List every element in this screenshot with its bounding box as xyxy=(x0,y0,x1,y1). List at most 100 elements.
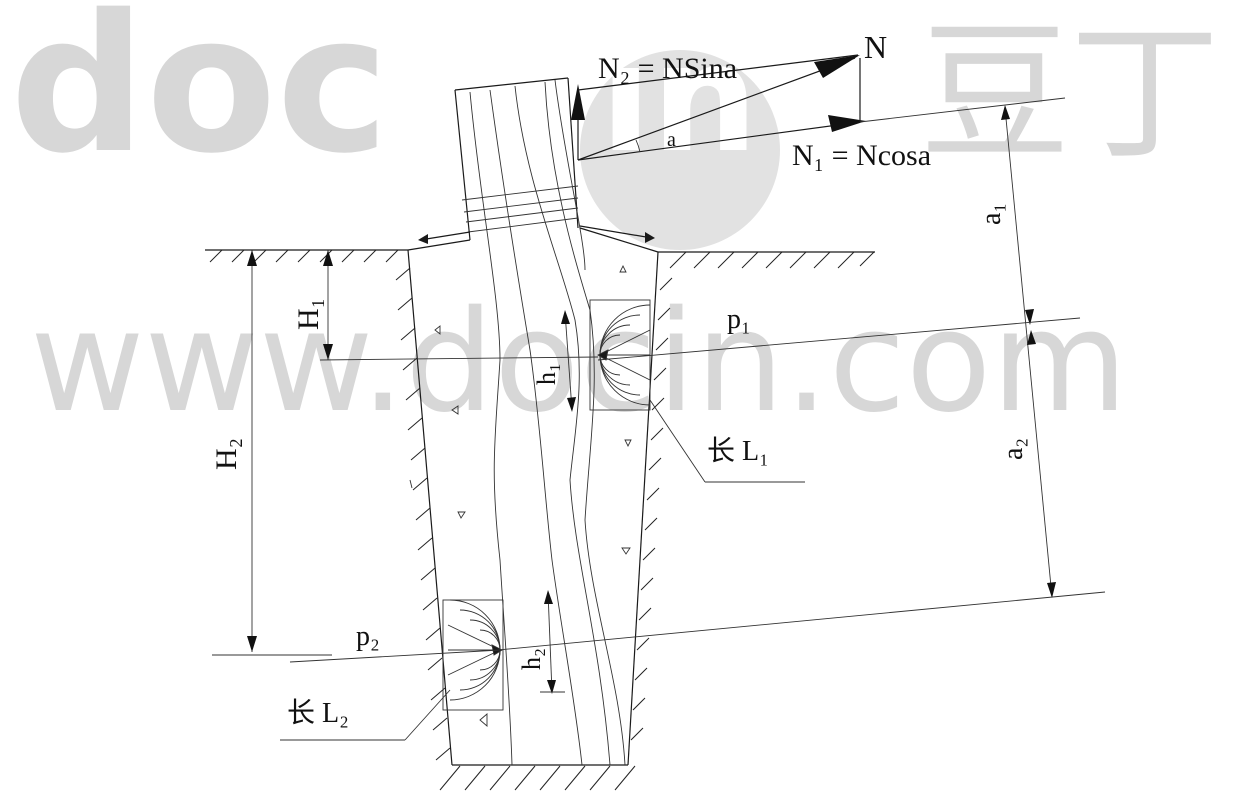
dim-h2-arrow-top xyxy=(544,590,553,604)
dim-h2-axis xyxy=(547,591,553,693)
pressure-zone-lower-box xyxy=(442,599,504,711)
fill-mark xyxy=(451,405,459,415)
label-H1: H₁ xyxy=(292,298,325,330)
fill-mark xyxy=(619,264,627,273)
ground-arrow-left xyxy=(419,231,471,241)
pressure-arc xyxy=(449,599,501,651)
ref-line-p2-left xyxy=(289,649,501,663)
dim-h2-arrow-bottom xyxy=(547,680,556,694)
diagram-labels: N₂ = NSina N a N₁ = Ncosa a₁ a₂ H₁ H₂ h₁… xyxy=(210,29,1029,729)
vector-n-head xyxy=(814,55,860,78)
label-angle: a xyxy=(667,129,676,151)
pile-inner-line xyxy=(469,91,513,766)
label-n2-formula: N₂ = NSina xyxy=(598,52,737,85)
pit-walls xyxy=(395,249,673,791)
vector-n2-head xyxy=(571,84,585,120)
pressure-arc xyxy=(599,354,621,376)
pile-body xyxy=(407,77,659,766)
watermark-brand-right: 豆丁 xyxy=(920,7,1220,181)
dim-a2-arrow-top xyxy=(1027,330,1036,345)
concrete-fill-marks xyxy=(409,264,632,727)
pile-left-edge-top xyxy=(454,89,471,241)
ground-hatch-left xyxy=(209,249,399,263)
label-n1-formula: N₁ = Ncosa xyxy=(792,139,931,172)
dim-H1-arrow-top xyxy=(323,250,333,266)
pile-band xyxy=(467,217,579,233)
dimension-a xyxy=(497,105,1106,651)
watermark-brand-left: doc xyxy=(10,0,389,195)
pile-band xyxy=(461,185,579,201)
dim-a2-arrow-bottom xyxy=(1047,582,1056,598)
pile-band xyxy=(465,207,579,223)
ref-line-H1 xyxy=(319,356,599,361)
pile-inner-line xyxy=(489,89,583,766)
label-L2: 长 L₂ xyxy=(287,697,349,729)
label-h1: h₁ xyxy=(532,363,561,385)
label-h2: h₂ xyxy=(517,648,546,670)
watermark-brand-mid: in xyxy=(600,12,758,186)
pressure-arc xyxy=(469,619,501,651)
leader-L1 xyxy=(649,399,706,483)
vector-n1-shaft xyxy=(577,121,861,161)
pile-inner-line xyxy=(544,81,626,766)
ground-transition-left xyxy=(407,239,471,251)
dim-h1-arrow-bottom xyxy=(567,397,576,412)
vector-n-shaft xyxy=(577,57,856,161)
pile-inner-line xyxy=(514,85,611,766)
watermark-logo-circle xyxy=(580,50,780,250)
ground-surface xyxy=(205,249,875,269)
fill-mark xyxy=(479,713,488,727)
vector-n2-line xyxy=(577,54,859,91)
fill-mark xyxy=(624,439,632,448)
fill-mark xyxy=(621,547,631,555)
leader-L2 xyxy=(404,689,451,741)
label-p2: p₂ xyxy=(356,621,380,652)
pit-wall-left xyxy=(407,249,453,766)
vector-n1-head xyxy=(828,115,866,132)
label-n: N xyxy=(864,29,887,65)
watermark: doc in 豆丁 www.docin.com xyxy=(10,0,1220,444)
label-a2: a₂ xyxy=(998,438,1029,460)
pressure-arc xyxy=(479,649,501,671)
pit-wall-hatch-left xyxy=(395,267,451,761)
dim-H2-arrow-top xyxy=(247,250,257,266)
pit-wall-right xyxy=(627,251,659,766)
ground-hatch-right xyxy=(669,251,875,269)
label-H2: H₂ xyxy=(210,438,243,470)
pressure-arc xyxy=(449,649,501,701)
fill-mark xyxy=(457,511,466,519)
ground-arrow-left-head xyxy=(418,234,428,244)
ref-line-top xyxy=(859,97,1066,123)
ref-line-p1 xyxy=(597,317,1081,361)
pressure-arc xyxy=(599,334,621,356)
angle-arc xyxy=(635,139,641,153)
dim-h1-arrow-top xyxy=(561,310,570,324)
dim-a1-arrow-top xyxy=(1001,105,1010,120)
dim-a-axis xyxy=(1004,107,1053,598)
dimension-H xyxy=(212,250,599,663)
fill-mark xyxy=(434,325,441,335)
pressure-arc xyxy=(479,629,501,651)
label-L1: 长 L₁ xyxy=(707,435,769,467)
dimension-h xyxy=(540,310,576,694)
label-p1: p₁ xyxy=(727,304,751,335)
length-leaders xyxy=(280,399,805,741)
ground-arrow-right xyxy=(579,225,653,239)
pile-right-edge-top xyxy=(567,77,579,229)
dim-H2-arrow-bottom xyxy=(247,636,257,652)
pressure-point-upper xyxy=(597,349,609,361)
pile-top xyxy=(454,77,569,91)
pit-wall-hatch-right xyxy=(630,277,673,741)
force-vectors xyxy=(571,54,1066,161)
ref-line-p2 xyxy=(497,591,1106,651)
pressure-zone-lower xyxy=(442,599,504,711)
pile-inner-line xyxy=(554,79,586,271)
label-a1: a₁ xyxy=(976,203,1007,225)
dim-h1-axis xyxy=(564,311,573,411)
ground-transition-right xyxy=(579,227,659,253)
dim-H1-arrow-bottom xyxy=(323,344,333,360)
dim-a1-arrow-bottom xyxy=(1025,309,1034,325)
pit-bottom-hatch xyxy=(439,765,636,791)
